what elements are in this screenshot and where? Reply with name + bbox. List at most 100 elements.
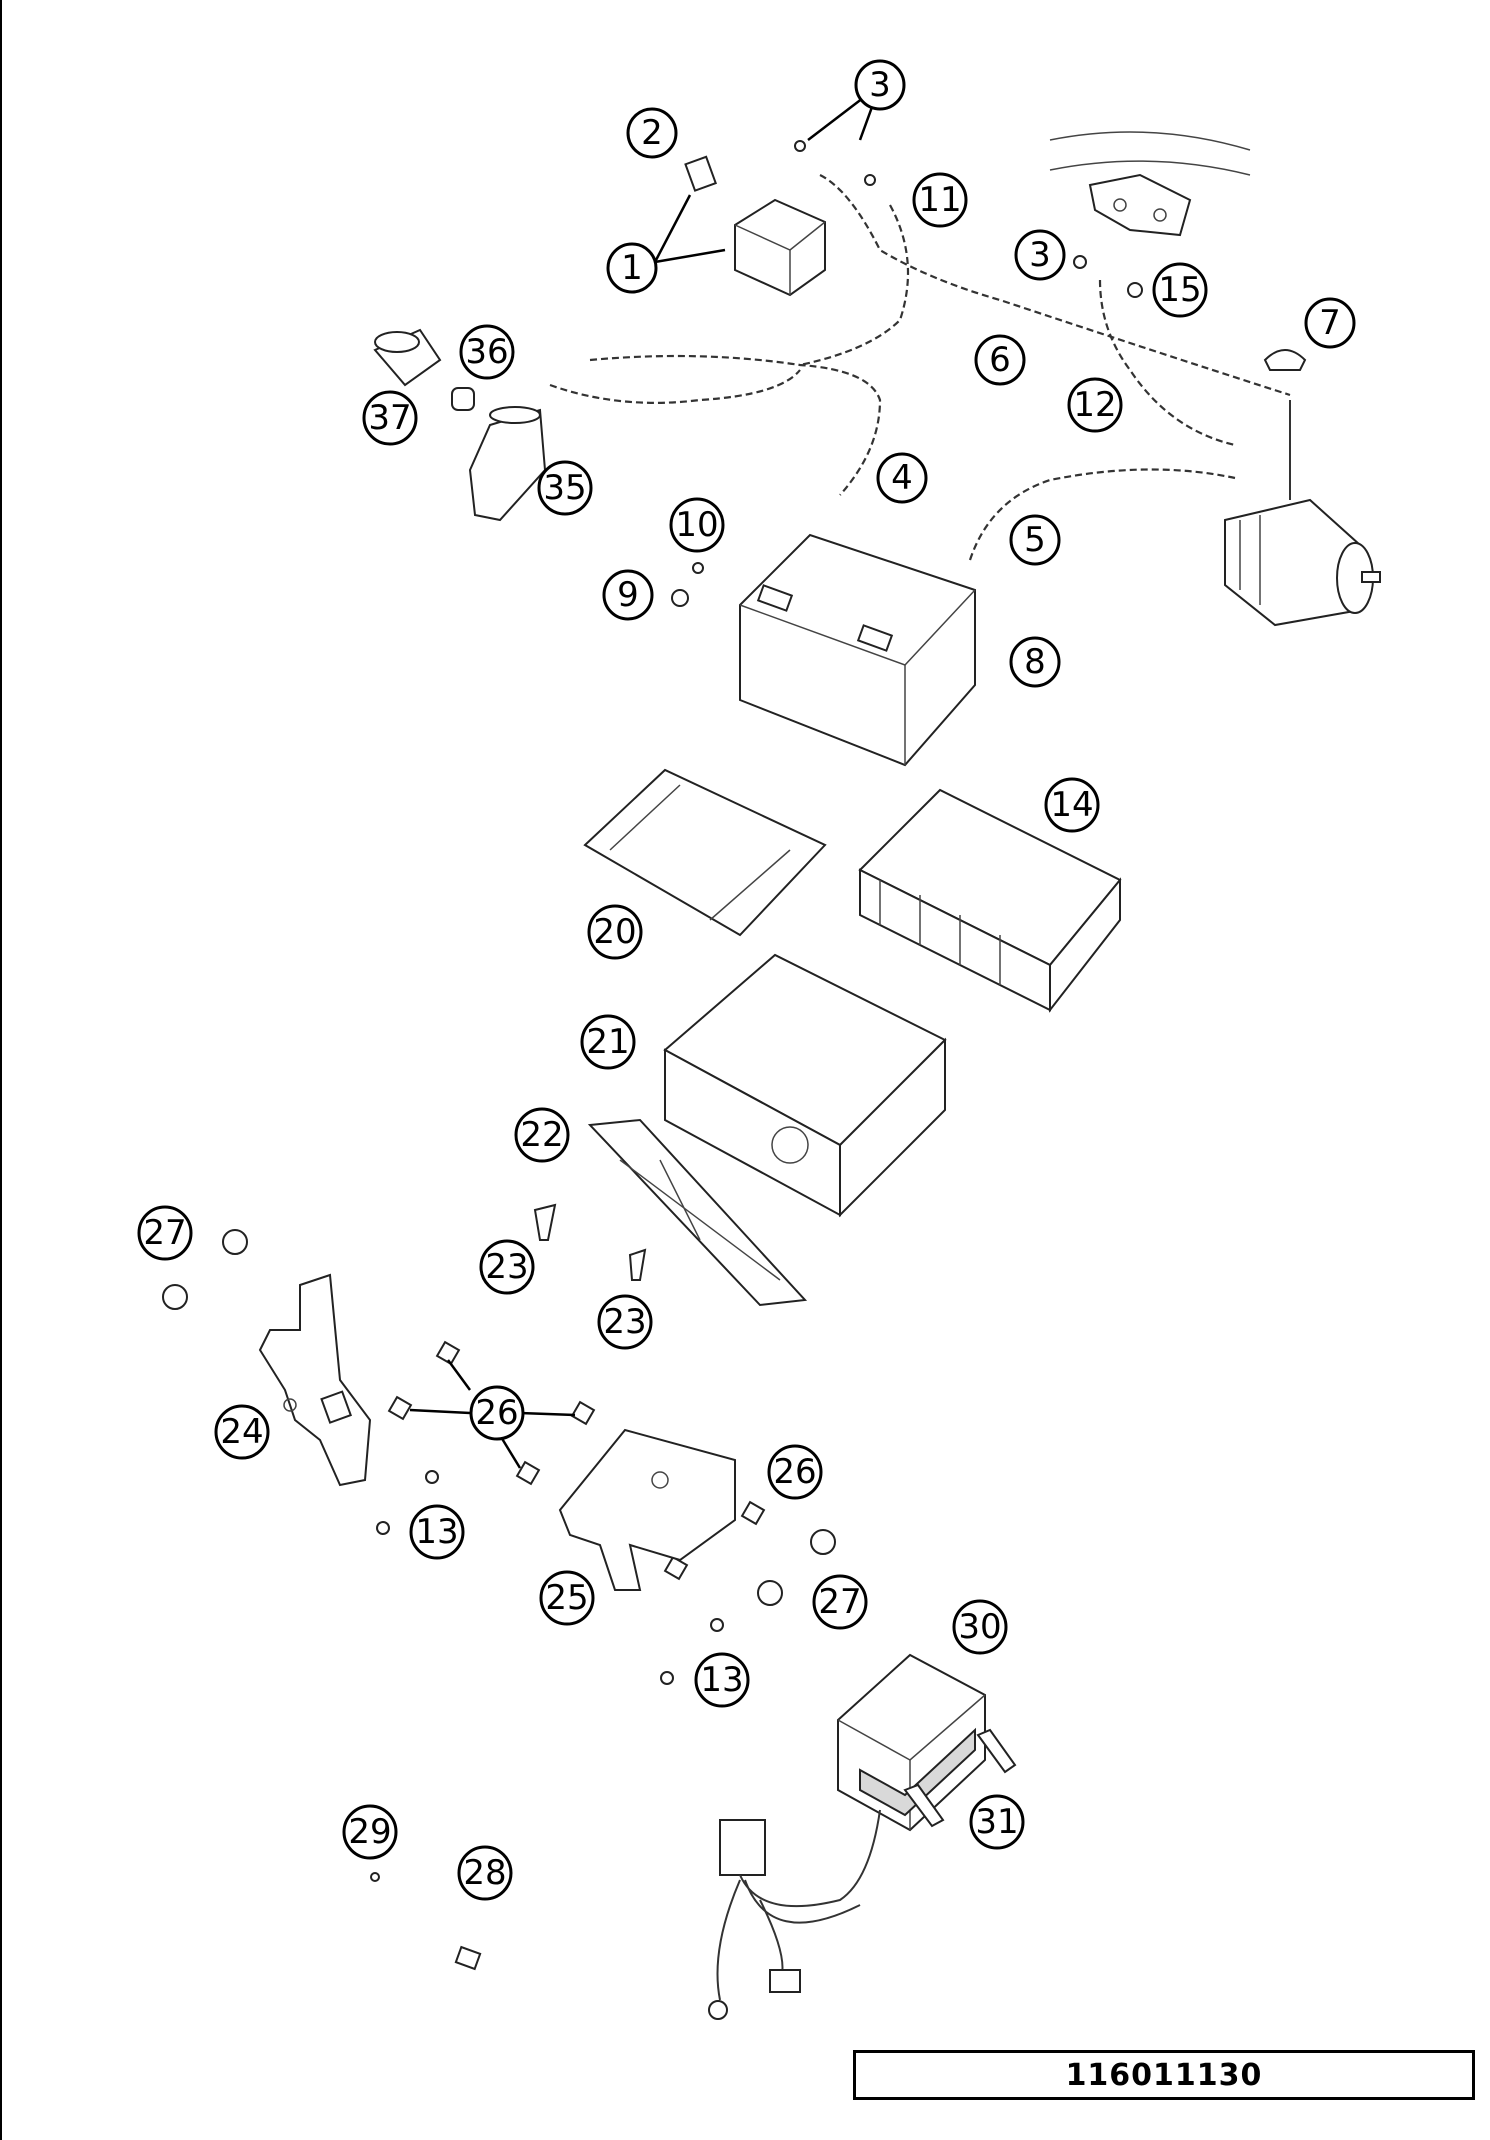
parts-artwork xyxy=(162,131,1381,2020)
callout-26-left: 26 xyxy=(469,1385,525,1441)
battery-holder-21-part xyxy=(663,953,947,1218)
svg-text:8: 8 xyxy=(1024,642,1046,682)
screw-13-d xyxy=(660,1671,674,1685)
regulator-30-part xyxy=(837,1653,986,1832)
callout-23-top: 23 xyxy=(479,1239,535,1295)
screw-13-c xyxy=(710,1618,724,1632)
svg-text:27: 27 xyxy=(143,1213,186,1253)
nut-10-part xyxy=(692,562,704,574)
svg-text:5: 5 xyxy=(1024,520,1046,560)
callout-21: 21 xyxy=(580,1014,636,1070)
wiring-harness-part xyxy=(708,1809,881,2020)
bolt-27-left-b xyxy=(162,1284,188,1310)
cable-4b-path xyxy=(549,369,801,404)
callout-36: 36 xyxy=(459,324,515,380)
svg-text:1: 1 xyxy=(621,248,643,288)
callout-24: 24 xyxy=(214,1404,270,1460)
cable-11-path xyxy=(799,204,910,367)
bracket-24-part xyxy=(258,1273,372,1487)
callout-11: 11 xyxy=(912,172,968,228)
svg-text:22: 22 xyxy=(520,1115,563,1155)
svg-text:13: 13 xyxy=(700,1660,743,1700)
battery-part xyxy=(739,533,976,767)
callout-1: 1 xyxy=(606,242,658,294)
callout-26-right: 26 xyxy=(767,1444,823,1500)
svg-text:31: 31 xyxy=(975,1802,1018,1842)
terminal-nuts-part xyxy=(794,140,1087,269)
callout-35: 35 xyxy=(537,460,593,516)
cover-20-part xyxy=(583,768,827,937)
svg-text:12: 12 xyxy=(1073,385,1116,425)
callout-7: 7 xyxy=(1304,297,1356,349)
svg-text:30: 30 xyxy=(958,1607,1001,1647)
handlebar-mount-part xyxy=(1049,131,1251,237)
bolt-9-part xyxy=(671,589,689,607)
callout-30: 30 xyxy=(952,1599,1008,1655)
callout-15: 15 xyxy=(1152,262,1208,318)
callout-28: 28 xyxy=(457,1845,513,1901)
washer-15-part xyxy=(1127,282,1143,298)
callout-9: 9 xyxy=(602,569,654,621)
svg-text:6: 6 xyxy=(989,340,1011,380)
callout-4: 4 xyxy=(876,452,928,504)
battery-box-14-part xyxy=(858,788,1122,1013)
bolt-27-left-a xyxy=(222,1229,248,1255)
callout-3-right: 3 xyxy=(1014,229,1066,281)
callout-14: 14 xyxy=(1044,777,1100,833)
callouts: 1 2 3 3 4 5 6 7 8 9 10 11 12 13 13 14 15… xyxy=(137,59,1356,1901)
screw-31-b xyxy=(903,1783,945,1828)
callout-13-left: 13 xyxy=(409,1504,465,1560)
screw-31-a xyxy=(976,1728,1017,1774)
svg-text:28: 28 xyxy=(463,1853,506,1893)
svg-text:9: 9 xyxy=(617,575,639,615)
bracket-35-part xyxy=(468,408,547,522)
sleeve-36-37-part xyxy=(373,328,475,411)
plate-22-part xyxy=(587,1118,808,1307)
bracket-35-tube xyxy=(489,406,541,424)
svg-text:13: 13 xyxy=(415,1512,458,1552)
svg-text:20: 20 xyxy=(593,912,636,952)
svg-text:15: 15 xyxy=(1158,270,1201,310)
bolt-27-right-a xyxy=(810,1529,836,1555)
callout-5: 5 xyxy=(1009,514,1061,566)
callout-12: 12 xyxy=(1067,377,1123,433)
svg-text:4: 4 xyxy=(891,458,913,498)
svg-text:35: 35 xyxy=(543,468,586,508)
callout-10: 10 xyxy=(669,497,725,553)
screw-29-part xyxy=(370,1872,380,1882)
drawing-code: 116011130 xyxy=(1065,2057,1263,2093)
svg-text:2: 2 xyxy=(641,113,663,153)
svg-text:21: 21 xyxy=(586,1022,629,1062)
svg-text:27: 27 xyxy=(818,1582,861,1622)
relay-part xyxy=(684,155,826,297)
svg-text:23: 23 xyxy=(603,1302,646,1342)
callout-23-bottom: 23 xyxy=(597,1294,653,1350)
screw-13-a xyxy=(425,1470,439,1484)
callout-37: 37 xyxy=(362,390,418,446)
callout-25: 25 xyxy=(539,1570,595,1626)
callout-3-top: 3 xyxy=(854,59,906,111)
bolt-27-right-b xyxy=(757,1580,783,1606)
bracket-25-part xyxy=(558,1428,736,1591)
cable-12-path xyxy=(1098,279,1236,447)
svg-text:3: 3 xyxy=(869,65,891,105)
clip-28-part xyxy=(454,1945,482,1971)
callout-27-left: 27 xyxy=(137,1205,193,1261)
svg-text:23: 23 xyxy=(485,1247,528,1287)
svg-text:7: 7 xyxy=(1319,303,1341,343)
svg-text:29: 29 xyxy=(348,1812,391,1852)
svg-text:37: 37 xyxy=(368,398,411,438)
callout-29: 29 xyxy=(342,1804,398,1860)
svg-text:36: 36 xyxy=(465,332,508,372)
starter-motor-part xyxy=(1224,400,1381,627)
cable-5-path xyxy=(968,468,1236,561)
svg-text:24: 24 xyxy=(220,1412,263,1452)
svg-text:14: 14 xyxy=(1050,785,1093,825)
svg-text:3: 3 xyxy=(1029,235,1051,275)
svg-text:10: 10 xyxy=(675,505,718,545)
callout-6: 6 xyxy=(974,334,1026,386)
cable-6-path xyxy=(819,174,1291,397)
svg-text:26: 26 xyxy=(475,1393,518,1433)
